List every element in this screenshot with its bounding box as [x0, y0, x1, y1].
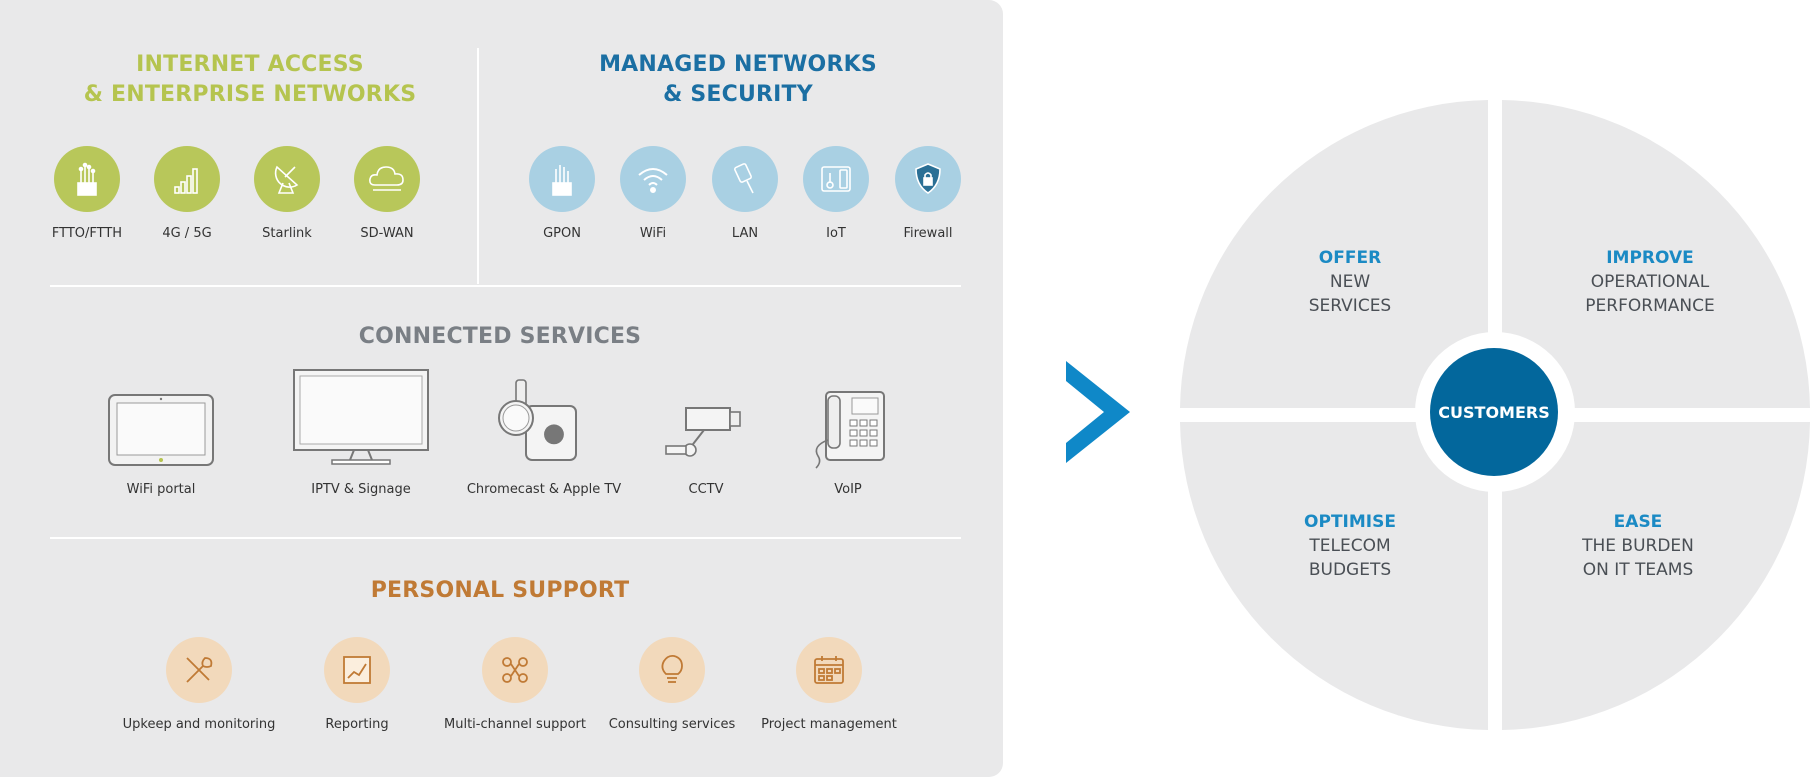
- item-label: VoIP: [834, 482, 862, 497]
- item-sd-wan: SD-WAN: [327, 146, 447, 241]
- item-voip: VoIP: [808, 390, 888, 502]
- horizontal-divider: [50, 285, 961, 287]
- item-wifi-portal: WiFi portal: [106, 392, 216, 502]
- item-upkeep-monitoring: Upkeep and monitoring: [119, 637, 279, 732]
- item-label: Firewall: [903, 226, 953, 241]
- satellite-dish-icon: [254, 146, 320, 212]
- signal-bars-icon: [154, 146, 220, 212]
- item-label: IoT: [826, 226, 846, 241]
- services-panel: INTERNET ACCESS & ENTERPRISE NETWORKS FT…: [0, 0, 1003, 777]
- managed-networks-title: MANAGED NETWORKS & SECURITY: [599, 52, 877, 107]
- quadrant-improve: [1502, 100, 1810, 408]
- item-label: Reporting: [325, 717, 389, 732]
- chromecast-apple-tv-icon: ●: [498, 379, 577, 461]
- item-label: LAN: [731, 226, 759, 241]
- gpon-icon: [529, 146, 595, 212]
- quadrant-optimise-text: OPTIMISE TELECOM BUDGETS: [1304, 512, 1396, 580]
- wifi-icon: [620, 146, 686, 212]
- item-cctv: CCTV: [664, 404, 748, 502]
- item-label: 4G / 5G: [162, 226, 212, 241]
- item-chromecast-apple-tv: ● Chromecast & Apple TV: [467, 378, 621, 502]
- chevron-right-icon: [1064, 361, 1132, 467]
- svg-text:●: ●: [543, 418, 566, 448]
- item-ftto-ftth: FTTO/FTTH: [27, 146, 147, 241]
- report-chart-icon: [324, 637, 390, 703]
- ethernet-plug-icon: [712, 146, 778, 212]
- item-gpon: GPON: [502, 146, 622, 241]
- item-4g-5g: 4G / 5G: [127, 146, 247, 241]
- quadrant-ease: [1502, 422, 1810, 730]
- item-label: Chromecast & Apple TV: [466, 482, 622, 497]
- item-label: FTTO/FTTH: [51, 226, 123, 241]
- item-iptv-signage: IPTV & Signage: [292, 368, 430, 502]
- internet-access-title: INTERNET ACCESS & ENTERPRISE NETWORKS: [83, 52, 417, 107]
- connected-services-title: CONNECTED SERVICES: [358, 324, 642, 349]
- network-nodes-icon: [482, 637, 548, 703]
- customers-center: CUSTOMERS: [1430, 348, 1558, 476]
- desk-phone-icon: [815, 391, 885, 469]
- item-project-management: Project management: [749, 637, 909, 732]
- personal-support-title: PERSONAL SUPPORT: [370, 578, 630, 603]
- fiber-icon: [54, 146, 120, 212]
- item-label: Project management: [761, 717, 897, 732]
- calendar-icon: [796, 637, 862, 703]
- tv-screen-icon: [293, 369, 429, 465]
- quadrant-optimise: [1180, 422, 1488, 730]
- item-label: Multi-channel support: [444, 717, 586, 732]
- item-consulting-services: Consulting services: [592, 637, 752, 732]
- quadrant-improve-text: IMPROVE OPERATIONAL PERFORMANCE: [1585, 248, 1715, 316]
- item-lan: LAN: [685, 146, 805, 241]
- quadrant-offer: [1180, 100, 1488, 408]
- wrench-tools-icon: [166, 637, 232, 703]
- quadrant-offer-text: OFFER NEW SERVICES: [1308, 248, 1392, 316]
- vertical-divider: [477, 48, 479, 284]
- item-label: Consulting services: [608, 717, 736, 732]
- item-wifi: WiFi: [593, 146, 713, 241]
- tablet-icon: [108, 394, 214, 466]
- item-label: WiFi portal: [126, 482, 196, 497]
- thermostat-icon: [803, 146, 869, 212]
- item-label: SD-WAN: [360, 226, 414, 241]
- item-label: Upkeep and monitoring: [122, 717, 276, 732]
- quadrant-ease-text: EASE THE BURDEN ON IT TEAMS: [1582, 512, 1694, 580]
- shield-lock-icon: [895, 146, 961, 212]
- item-label: WiFi: [639, 226, 667, 241]
- item-starlink: Starlink: [227, 146, 347, 241]
- horizontal-divider: [50, 537, 961, 539]
- item-multi-channel-support: Multi-channel support: [435, 637, 595, 732]
- item-label: IPTV & Signage: [311, 482, 411, 497]
- cctv-camera-icon: [665, 407, 741, 457]
- item-label: CCTV: [688, 482, 724, 497]
- cloud-icon: [354, 146, 420, 212]
- item-reporting: Reporting: [277, 637, 437, 732]
- item-iot: IoT: [776, 146, 896, 241]
- item-label: Starlink: [262, 226, 312, 241]
- item-label: GPON: [543, 226, 581, 241]
- lightbulb-icon: [639, 637, 705, 703]
- item-firewall: Firewall: [868, 146, 988, 241]
